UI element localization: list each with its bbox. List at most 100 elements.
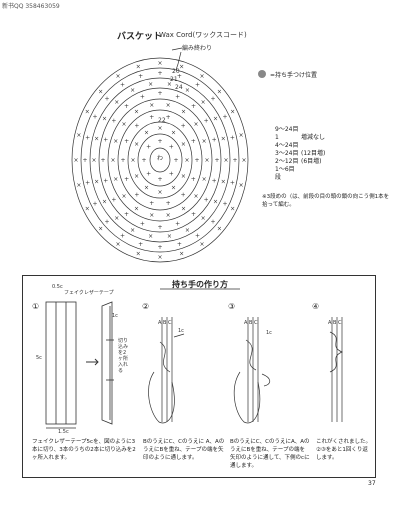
stitch-mark: + (92, 201, 97, 208)
stitch-mark: × (181, 173, 186, 180)
step-4-label-a: A (328, 320, 332, 326)
stitch-mark: + (157, 70, 162, 77)
step-2-number: ② (142, 302, 150, 311)
stitch-mark: × (201, 215, 206, 222)
stitch-mark: × (217, 226, 222, 233)
row-list-item: 9～24目 (275, 126, 299, 133)
stitch-mark: + (141, 157, 146, 164)
stitch-mark: × (204, 157, 209, 164)
stitch-mark: × (130, 87, 135, 94)
stitch-mark: × (144, 129, 149, 136)
stitch-mark: × (239, 132, 244, 139)
stitch-mark: × (130, 157, 135, 164)
stitch-mark: × (148, 233, 153, 240)
crochet-chart: ××××××××××××××××××××××××++++++++++++++++… (71, 47, 249, 263)
stitch-mark: + (124, 211, 129, 218)
stitch-mark: + (195, 232, 200, 239)
stitch-mark: + (138, 241, 143, 248)
stitch-mark: × (157, 189, 162, 196)
step-1-label-length: 5c (36, 355, 42, 361)
stitch-mark: × (102, 199, 107, 206)
stitch-mark: × (166, 212, 171, 219)
stitch-mark: × (121, 193, 126, 200)
stitch-mark: × (148, 81, 153, 88)
stitch-mark: × (179, 251, 184, 258)
stitch-mark: + (120, 82, 125, 89)
row-number-21: 21 (170, 76, 178, 83)
stitch-mark: × (134, 173, 139, 180)
stitch-mark: × (239, 182, 244, 189)
stitch-mark: × (102, 115, 107, 122)
chart-subtitle: Wax Cord(ワックスコード) (159, 31, 247, 39)
row-number-24: 24 (175, 84, 183, 91)
step-1-caption: フェイクレザーテープ5cを、図のように3本に切り、3本のうちの2本に切り込みを2… (32, 439, 136, 461)
handle-instructions-box (22, 275, 376, 478)
stitch-mark: + (140, 221, 145, 228)
center-label: わ (157, 155, 164, 162)
stitch-mark: × (113, 138, 118, 145)
stitch-mark: × (136, 63, 141, 70)
stitch-mark: × (213, 115, 218, 122)
step-2-label-b: B (163, 320, 167, 326)
stitch-mark: × (193, 193, 198, 200)
stitch-mark: × (98, 226, 103, 233)
stitch-mark: + (92, 114, 97, 121)
stitch-mark: + (157, 90, 162, 97)
step-3-caption: BのうえにC、CのうえにA、AのうえにBを重ね、テープの端を矢印のように通して、… (230, 439, 310, 469)
stitch-mark: × (185, 227, 190, 234)
stitch-mark: × (73, 157, 78, 164)
stitch-mark: + (120, 232, 125, 239)
stitch-mark: + (177, 241, 182, 248)
stitch-mark: × (94, 135, 99, 142)
stitch-mark: + (157, 138, 162, 145)
stitch-mark: × (202, 176, 207, 183)
stitch-mark: + (85, 180, 90, 187)
step-3-label-b: B (249, 320, 253, 326)
stitch-mark: × (115, 73, 120, 80)
step-4-label-c: C (338, 320, 342, 326)
stitch-mark: + (204, 118, 209, 125)
stitch-mark: + (232, 157, 237, 164)
stitch-mark: × (91, 157, 96, 164)
stitch-mark: + (103, 178, 108, 185)
stitch-mark: + (191, 211, 196, 218)
stitch-mark: + (194, 157, 199, 164)
stitch-mark: × (230, 109, 235, 116)
stitch-mark: + (222, 201, 227, 208)
stitch-mark: + (85, 135, 90, 142)
stitch-mark: + (157, 244, 162, 251)
stitch-mark: + (212, 178, 217, 185)
step-2-label-a: A (158, 320, 162, 326)
step-1-diagram (45, 301, 114, 429)
stitch-mark: + (120, 157, 125, 164)
step-2-label-1c: 1c (178, 328, 184, 334)
stitch-mark: × (199, 73, 204, 80)
stitch-mark: × (157, 60, 162, 67)
step-3-label-c: C (254, 320, 258, 326)
stitch-mark: + (104, 96, 109, 103)
stitch-mark: + (181, 123, 186, 130)
stitch-mark: + (82, 157, 87, 164)
stitch-mark: + (230, 180, 235, 187)
step-2-label-c: C (168, 320, 172, 326)
stitch-mark: × (134, 109, 139, 116)
stitch-mark: × (185, 87, 190, 94)
stitch-mark: + (149, 200, 154, 207)
row-list-item: 段 (275, 174, 282, 181)
stitch-mark: + (214, 157, 219, 164)
stitch-mark: + (111, 118, 116, 125)
chart-note: ※3段めの〈は、前段の目の頭の鎖の向こう側1本を拾って編む。 (262, 194, 390, 208)
stitch-mark: × (157, 125, 162, 132)
stitch-mark: + (124, 138, 129, 145)
handle-position-dot (258, 70, 266, 78)
stitch-mark: × (171, 129, 176, 136)
row-number-22: 22 (158, 117, 166, 124)
stitch-mark: × (166, 102, 171, 109)
step-1-number: ① (32, 302, 40, 311)
stitch-mark: + (138, 73, 143, 80)
step-2-caption: BのうえにC、Cのうえに A、AのうえにBを重ね、テープの端を矢印のように通しま… (143, 439, 225, 461)
stitch-mark: × (199, 241, 204, 248)
stitch-mark: + (175, 221, 180, 228)
stitch-mark: × (221, 135, 226, 142)
